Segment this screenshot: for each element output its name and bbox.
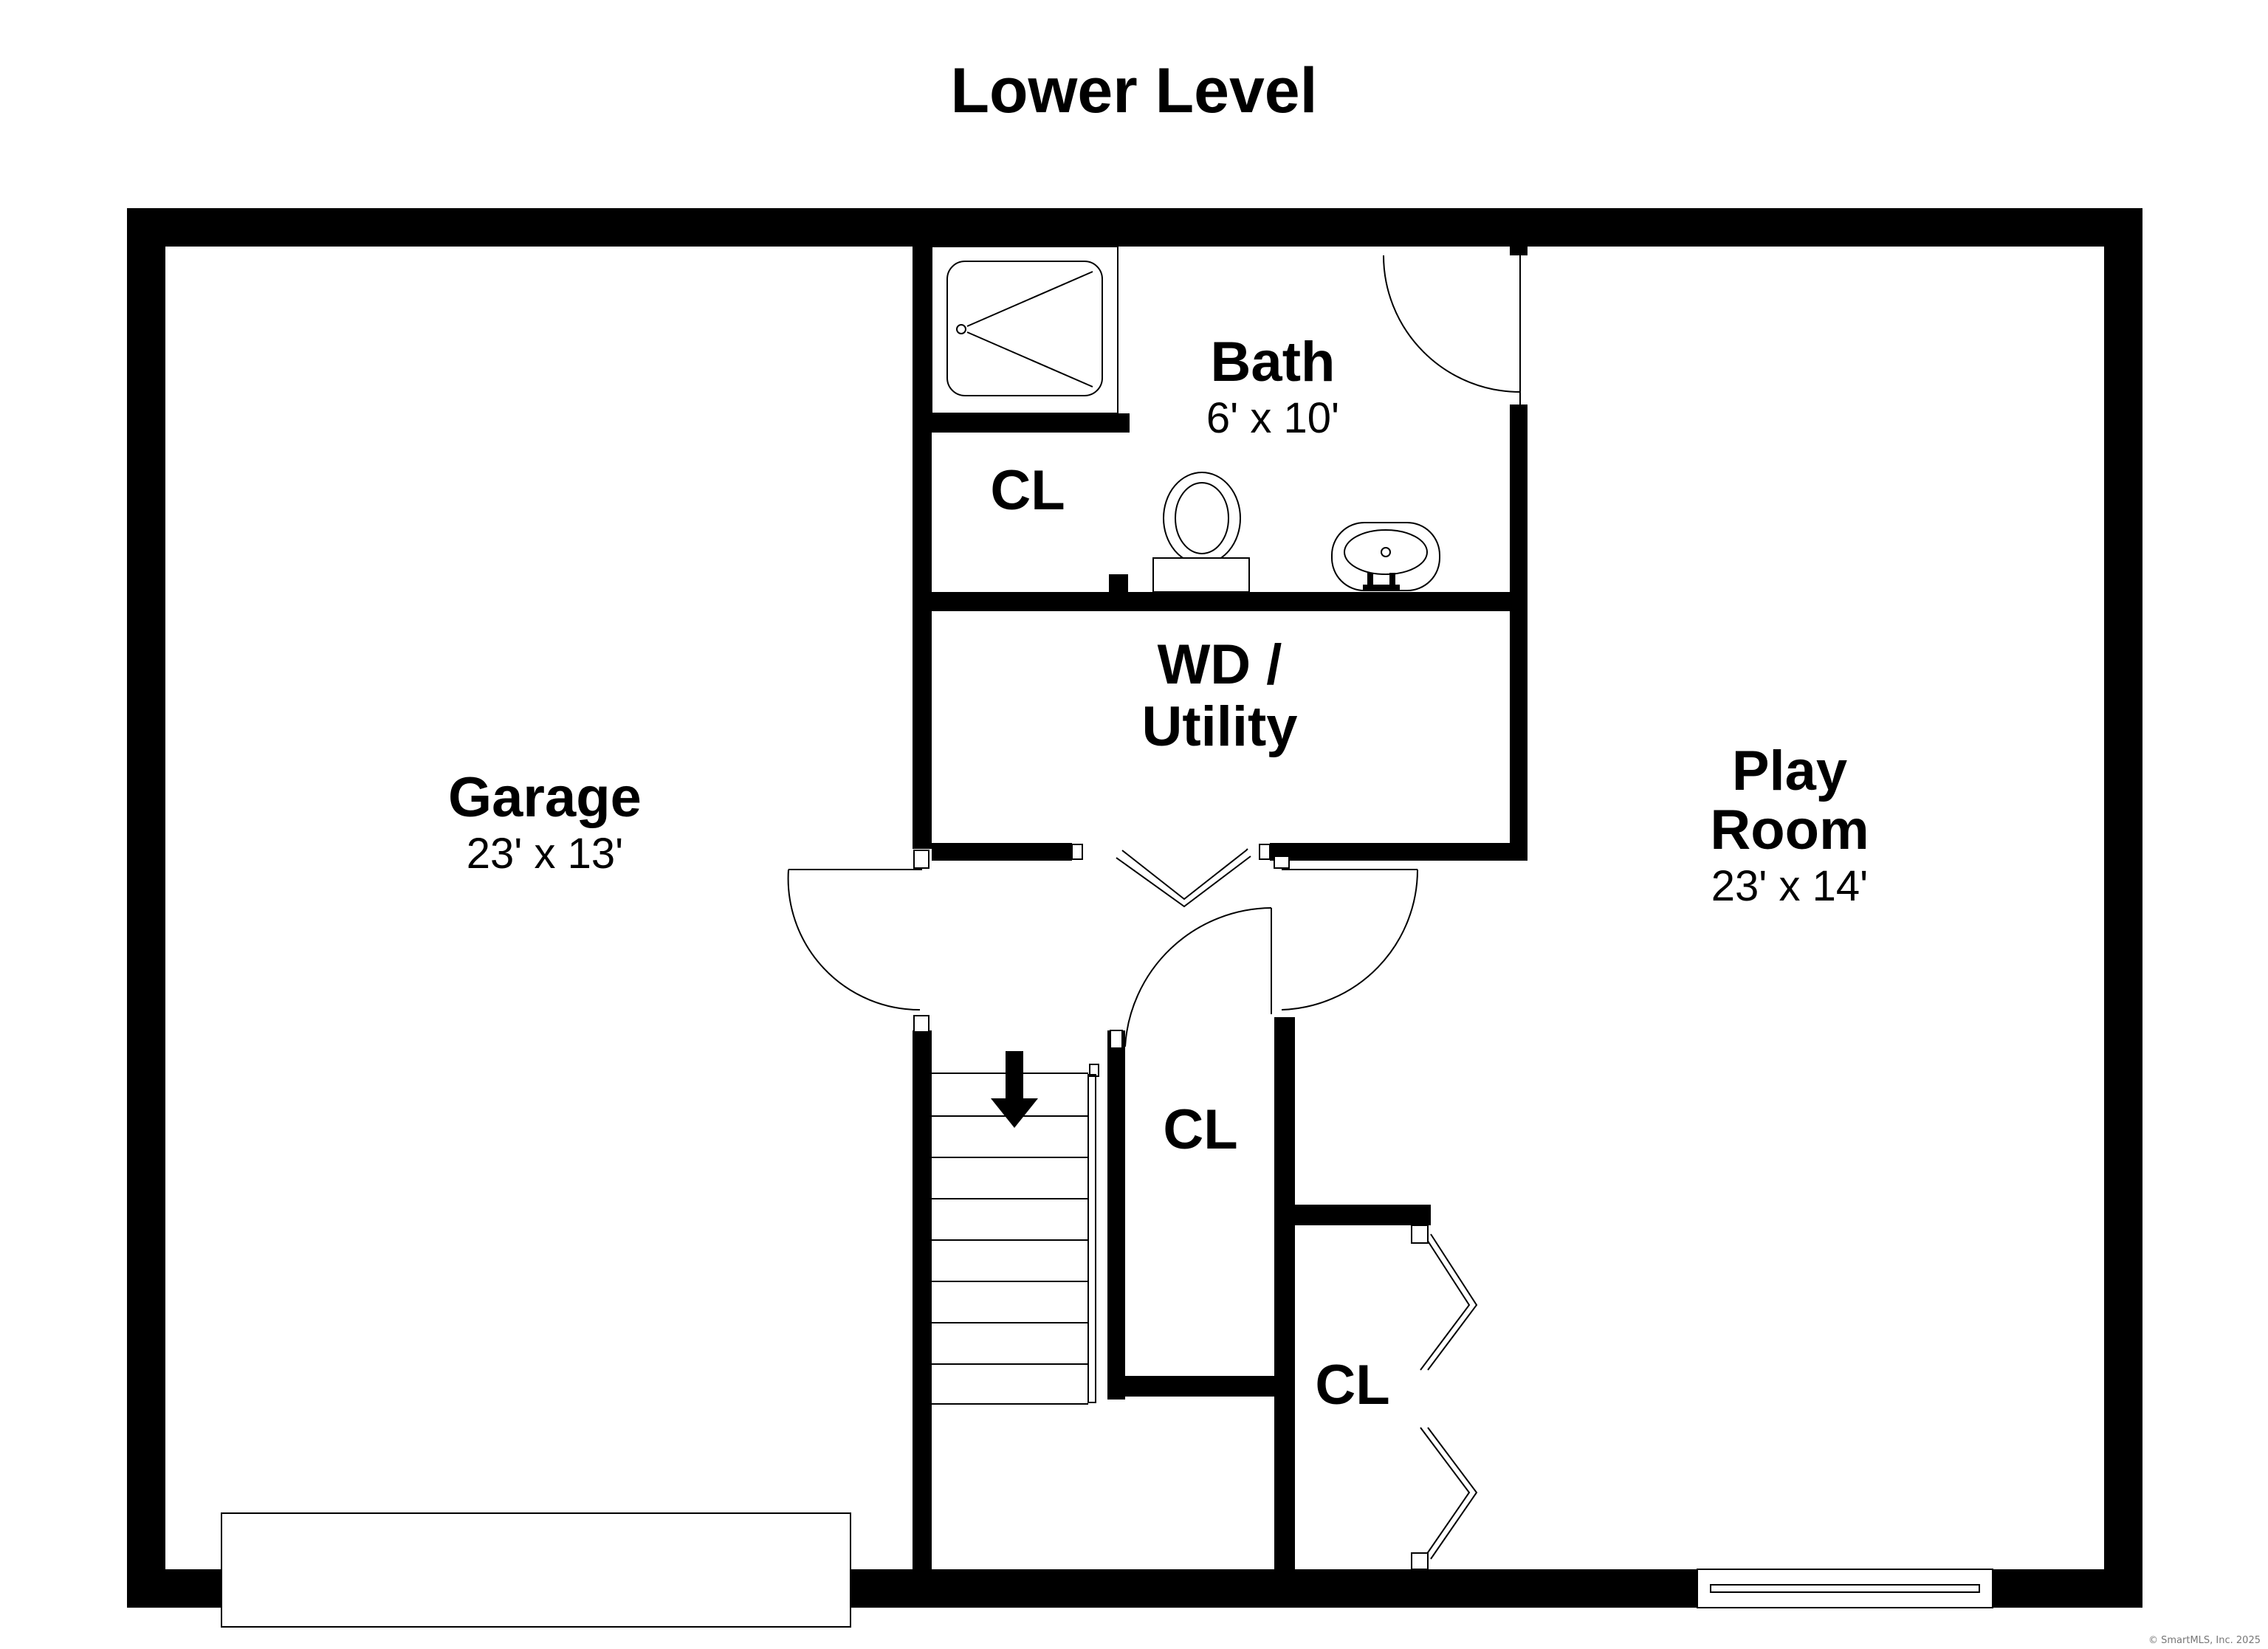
exterior-walls (127, 208, 2142, 1608)
sink-faucet (1363, 573, 1400, 591)
toilet (1152, 472, 1250, 593)
play-room-dimensions: 23' x 14' (1711, 862, 1868, 910)
plan-title: Lower Level (950, 55, 1317, 126)
sink (1331, 522, 1440, 591)
door-jambs (913, 844, 1429, 1570)
door-swings (787, 255, 1521, 1560)
play-room-window (1697, 1569, 1993, 1608)
stair-closet-label: CL (1163, 1098, 1237, 1161)
garage-door (221, 1512, 851, 1628)
interior-walls (913, 247, 1528, 1569)
play-room-label-line1: Play (1732, 740, 1847, 802)
copyright-text: © SmartMLS, Inc. 2025 (2148, 1635, 2261, 1646)
garage-label: Garage (448, 766, 642, 829)
utility-label-line1: WD / (1158, 633, 1282, 696)
play-closet-label: CL (1315, 1354, 1389, 1416)
down-arrow-icon (991, 1051, 1038, 1128)
bath-dimensions: 6' x 10' (1206, 394, 1339, 442)
bath-label: Bath (1211, 331, 1336, 393)
utility-label-line2: Utility (1141, 695, 1297, 758)
shower (931, 246, 1118, 414)
bath-closet-label: CL (990, 459, 1065, 522)
garage-dimensions: 23' x 13' (467, 830, 623, 878)
play-room-label-line2: Room (1710, 799, 1869, 861)
